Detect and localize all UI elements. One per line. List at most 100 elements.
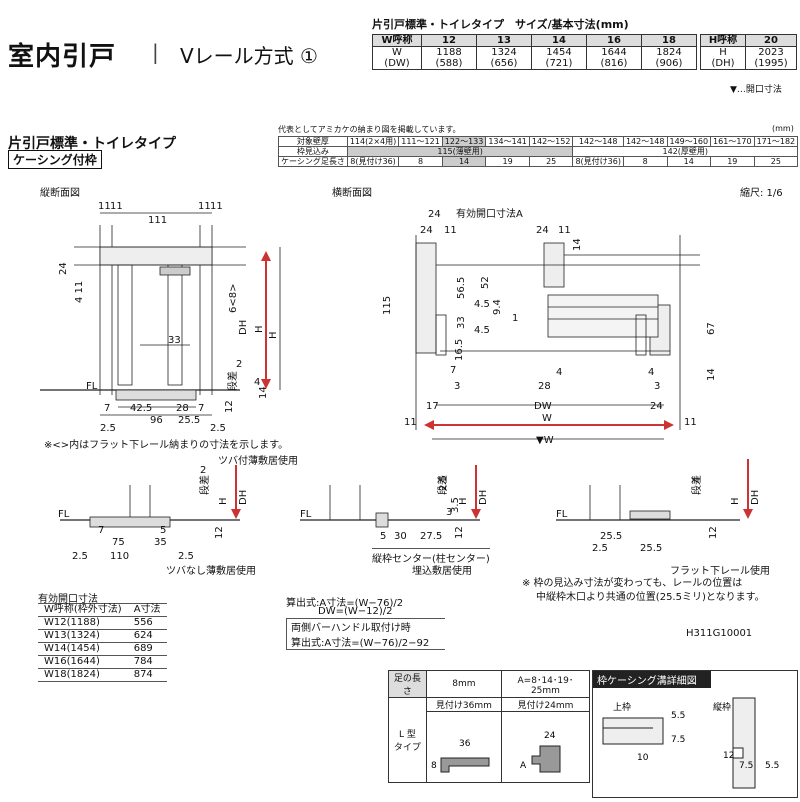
cell: 114(2×4用) (346, 136, 400, 147)
dim-28: 28 (176, 403, 189, 414)
a-value: 874 (127, 668, 167, 682)
upper-frame-label: 上枠 (613, 701, 631, 713)
d2-dim-5: 5 (380, 531, 386, 542)
dim-24c: 24 (650, 401, 663, 412)
d1-fl: FL (58, 509, 70, 520)
cell: 14 (666, 156, 712, 167)
dim-33: 33 (168, 335, 181, 346)
d1-dim-35: 35 (154, 537, 167, 548)
w-value-13: 1324(656) (476, 46, 532, 70)
dim-11d: 11 (684, 417, 697, 428)
horizontal-section (415, 235, 700, 440)
col-header: 8mm (425, 670, 502, 698)
v-5-5: 5.5 (765, 761, 779, 771)
cell: 149～160 (666, 136, 712, 147)
dim-11: 11 (444, 225, 457, 236)
cell: 25 (528, 156, 574, 167)
opening-note: ▼…開口寸法 (730, 85, 782, 95)
d1-dim-2-5: 2.5 (72, 551, 88, 562)
dim-h-total: H (268, 331, 279, 339)
casing-frame-label: ケーシング付枠 (8, 150, 102, 169)
dim-115: 115 (382, 296, 393, 315)
col-header: W呼称(枠外寸法) (38, 603, 128, 617)
w-size-14: 14 (531, 34, 587, 47)
dim-dh: DH (238, 320, 249, 335)
table-row: W18(1824) (38, 668, 128, 682)
d2-dim-30: 30 (394, 531, 407, 542)
h-row-label: H(DH) (700, 46, 746, 70)
d1-dim-75: 75 (112, 537, 125, 548)
cell: 8(見付け36) (346, 156, 400, 167)
detail3-bottom: フラット下レール使用 (670, 566, 770, 577)
d3-dh: DH (750, 490, 761, 505)
d2-dh: DH (478, 490, 489, 505)
cell: 142(厚壁用) (572, 146, 799, 157)
dim-14b: 14 (706, 368, 717, 381)
cell: 8 (398, 156, 443, 167)
dim-36: 36 (459, 739, 471, 749)
dim-12: 12 (224, 400, 235, 413)
w-size-12: 12 (421, 34, 477, 47)
dim-2-5b: 2.5 (210, 423, 226, 434)
formula-1: 算出式:A寸法=(W−76)/2 (286, 598, 404, 609)
section-drawings: 111 11 11 11 11 24 4 11 33 6<8> DH H H 2… (40, 201, 761, 562)
d1-step: 段差 (198, 475, 211, 495)
col-header: A寸法 (127, 603, 167, 617)
dim-16-5: 16.5 (454, 339, 465, 361)
dim-11c: 11 (404, 417, 417, 428)
cell: 171～182 (753, 136, 799, 147)
dim-4: 4 (556, 367, 562, 378)
drawing-code: H311G10001 (686, 628, 753, 639)
w-label: W呼称 (372, 34, 422, 47)
dim-56-5: 56.5 (456, 277, 467, 299)
frame-center-label: 縦枠センター(柱センター) (372, 548, 490, 565)
cell: 19 (485, 156, 530, 167)
cell: 14 (441, 156, 487, 167)
cell: 142～152 (528, 136, 574, 147)
detail2-bottom: 埋込敷居使用 (412, 566, 472, 577)
cell: 142～148 (572, 136, 624, 147)
d1-dim-12: 12 (214, 526, 225, 539)
dim-67: 67 (706, 322, 717, 335)
groove-detail-title: 枠ケーシング溝詳細図 (593, 671, 711, 688)
dim-1: 1 (512, 313, 518, 324)
d2-h: H (458, 497, 469, 505)
dim-2: 2 (236, 359, 242, 370)
d3-dim-4: 4 (692, 477, 703, 483)
detail1-bottom: ツバなし薄敷居使用 (166, 566, 256, 577)
casing-detail-table: 足の長さ 8mm A=8･14･19･25mm L 型 タイプ 見付け36mm … (388, 670, 591, 783)
dim-4: 4 (254, 377, 260, 388)
title-separator: | (152, 40, 159, 64)
cell: 19 (710, 156, 755, 167)
dim-7b: 7 (198, 403, 204, 414)
table-row: W14(1454) (38, 642, 128, 656)
dim-24: 24 (544, 731, 556, 741)
d3-dim-25-5a: 25.5 (600, 531, 622, 542)
d1-dim-7: 7 (98, 525, 104, 536)
w-value-14: 1454(721) (531, 46, 587, 70)
dim-24: 24 (58, 262, 69, 275)
d2-dim-2-5: 2.5 (438, 475, 449, 491)
d2-dim-3: 3 (446, 507, 452, 518)
a-value: 784 (127, 655, 167, 669)
d1-h: H (218, 497, 229, 505)
u-10: 10 (637, 753, 649, 763)
dim-4-5a: 4.5 (474, 299, 490, 310)
d2-step: 段差 (436, 475, 449, 495)
cell: 161～170 (710, 136, 755, 147)
a-value: 556 (127, 616, 167, 630)
dim-14: 14 (258, 386, 269, 399)
formula-box: 両側バーハンドル取付け時 算出式:A寸法=(W−76)/2−92 (286, 618, 445, 650)
cell: 142～148 (622, 136, 668, 147)
d2-dim-3-5: 3.5 (450, 497, 461, 513)
dim-h: H (254, 325, 265, 333)
fl-label: FL (86, 381, 98, 392)
dim-52: 52 (480, 276, 491, 289)
l-type-36: 36 8 (425, 711, 502, 783)
a-value: 689 (127, 642, 167, 656)
d3-dim-25-5b: 25.5 (640, 543, 662, 554)
d1-dim-2: 2 (200, 465, 206, 476)
u-7-5: 7.5 (671, 735, 685, 745)
d1-dim-110: 110 (110, 551, 129, 562)
w-size-table: W呼称 12 13 14 16 18 W(DW) 1188(588) 1324(… (372, 34, 697, 70)
